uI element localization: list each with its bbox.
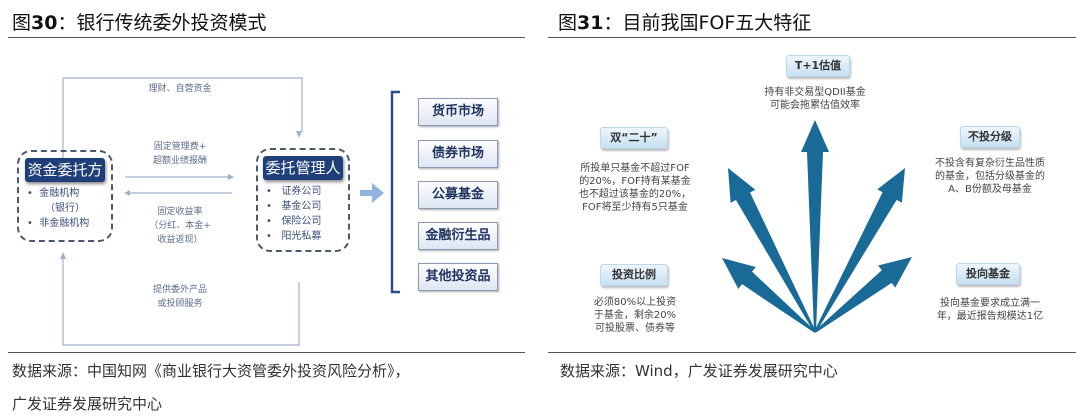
manager-item: • 阳光私募 xyxy=(266,231,322,242)
market-box: 公募基金 xyxy=(418,181,498,209)
fee-label: 超额业绩报酬 xyxy=(152,156,207,166)
source-note: 广发证券发展研究中心 xyxy=(12,395,163,413)
source-note: 数据来源：Wind，广发证券发展研究中心 xyxy=(560,362,838,380)
figure-31-title: 图31：目前我国FOF五大特征 xyxy=(558,8,811,35)
client-title: 资金委托方 xyxy=(25,158,105,182)
feature-desc: FOF将至少持有5只基金 xyxy=(582,202,688,213)
top-flow-label: 理财、自营资金 xyxy=(148,84,212,94)
client-item: • 金融机构 xyxy=(27,188,80,199)
manager-box: 委托管理人 • 证券公司 • 基金公司 • 保险公司 • 阳光私募 xyxy=(256,148,350,252)
feature-desc: 持有非交易型QDII基金 xyxy=(764,87,866,98)
return-label: 固定收益率 xyxy=(157,207,203,217)
title-number: 31 xyxy=(577,12,604,34)
feature-label: T+1估值 xyxy=(786,55,850,77)
arrow-icon xyxy=(722,258,816,333)
manager-title: 委托管理人 xyxy=(263,156,343,180)
divider xyxy=(548,37,1076,38)
title-prefix: 图 xyxy=(12,12,32,34)
divider xyxy=(548,352,1076,353)
title-text: ：银行传统委外投资模式 xyxy=(57,12,267,34)
flow-lines xyxy=(60,77,400,346)
feature-desc: 年，最近报告规模达1亿 xyxy=(936,311,1044,322)
client-box: 资金委托方 • 金融机构 （银行） • 非金融机构 xyxy=(17,150,113,242)
feature-label: 不投分级 xyxy=(960,126,1020,148)
feature-desc: 可能会拖累估值效率 xyxy=(770,100,860,111)
feature-desc: 可投股票、债券等 xyxy=(595,323,675,334)
divider xyxy=(8,352,525,353)
feature-desc: 的20%，FOF持有某基金 xyxy=(579,176,691,187)
feature-desc: 投向基金要求成立满一 xyxy=(940,298,1040,309)
feature-desc: A、B份额及母基金 xyxy=(948,184,1032,195)
feature-label: 投向基金 xyxy=(956,263,1020,285)
feature-desc: 的基金，包括分级基金的 xyxy=(935,171,1045,182)
feature-desc: 于基金，剩余20% xyxy=(593,310,677,321)
return-label: （分红、本金+ xyxy=(149,221,211,231)
market-box: 债券市场 xyxy=(418,140,498,168)
manager-item: • 基金公司 xyxy=(266,201,322,212)
service-label: 或投顾服务 xyxy=(157,299,203,309)
market-box: 货币市场 xyxy=(418,98,498,126)
manager-item: • 保险公司 xyxy=(266,216,322,227)
divider xyxy=(8,37,525,38)
title-prefix: 图 xyxy=(558,12,578,34)
service-label: 提供委外产品 xyxy=(152,285,207,295)
arrow-icon xyxy=(801,120,829,332)
feature-desc: 不投含有复杂衍生品性质 xyxy=(935,158,1045,169)
manager-item: • 证券公司 xyxy=(266,186,322,197)
fee-label: 固定管理费+ xyxy=(153,142,207,152)
block-arrow-icon xyxy=(360,183,384,203)
feature-label: 双“二十” xyxy=(600,127,668,149)
source-note: 数据来源：中国知网《商业银行大资管委外投资风险分析》， xyxy=(12,362,410,380)
arrow-icon xyxy=(814,257,912,333)
bracket xyxy=(390,90,400,294)
client-item: • 非金融机构 xyxy=(27,218,90,229)
feature-desc: 也不超过该基金的20%， xyxy=(578,189,692,200)
return-label: 收益返现） xyxy=(157,235,203,245)
arrow-icon xyxy=(814,168,905,333)
title-text: ：目前我国FOF五大特征 xyxy=(603,12,812,34)
market-box: 金融衍生品 xyxy=(418,222,498,250)
feature-desc: 必须80%以上投资 xyxy=(593,297,677,308)
fan-arrows xyxy=(722,120,912,333)
arrow-icon xyxy=(728,168,816,333)
feature-desc: 所投单只基金不超过FOF xyxy=(580,163,690,174)
feature-label: 投资比例 xyxy=(600,264,668,286)
market-box: 其他投资品 xyxy=(418,263,498,291)
title-number: 30 xyxy=(31,12,58,34)
figure-30-title: 图30：银行传统委外投资模式 xyxy=(12,8,266,35)
client-item: （银行） xyxy=(45,203,85,214)
